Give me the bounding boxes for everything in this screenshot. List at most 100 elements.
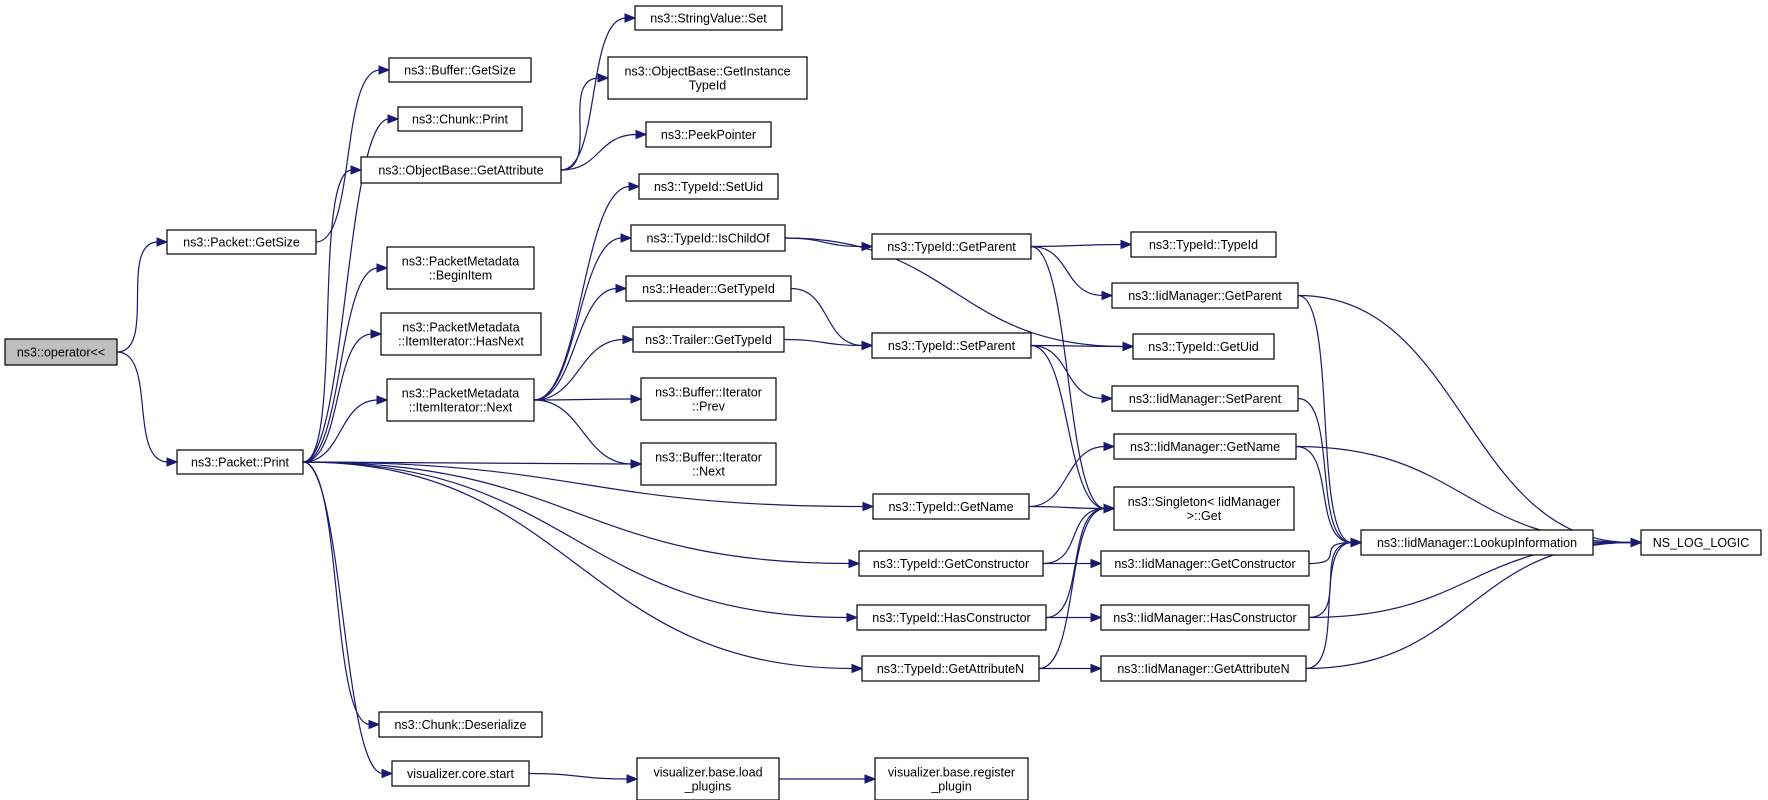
node-ign[interactable]: ns3::IidManager::GetName [1113,433,1297,460]
node-hgt[interactable]: ns3::Header::GetTypeId [625,275,792,302]
node-tga[interactable]: ns3::TypeId::GetAttributeN [861,655,1040,682]
node-box[interactable] [380,312,542,356]
node-ihc[interactable]: ns3::IidManager::HasConstructor [1100,604,1310,631]
node-iga[interactable]: ns3::IidManager::GetAttributeN [1100,655,1307,682]
node-box[interactable] [1360,529,1594,556]
node-igp[interactable]: ns3::IidManager::GetParent [1111,282,1299,309]
node-box[interactable] [386,246,535,290]
node-box[interactable] [1640,529,1762,556]
node-box[interactable] [1113,486,1295,531]
edge-line [783,338,864,347]
node-op[interactable]: ns3::operator<< [4,338,118,366]
edge-line [302,461,854,670]
node-box[interactable] [386,378,535,422]
arrowhead-icon [1103,503,1116,514]
node-bin[interactable]: ns3::Buffer::Iterator::Next [640,442,777,486]
node-label: ns3::IidManager::SetParent [1129,392,1282,406]
node-box[interactable] [645,121,772,148]
node-box[interactable] [1100,604,1310,631]
node-trgt[interactable]: ns3::Trailer::GetTypeId [632,326,785,353]
node-sig[interactable]: ns3::Singleton< IidManager >::Get [1113,486,1295,531]
node-box[interactable] [1100,550,1310,577]
node-box[interactable] [871,332,1032,359]
node-box[interactable] [397,106,523,132]
node-tgn[interactable]: ns3::TypeId::GetName [872,493,1030,520]
node-box[interactable] [607,56,808,100]
node-tic[interactable]: ns3::TypeId::IsChildOf [630,224,786,252]
node-label: ns3::TypeId::IsChildOf [647,232,771,246]
node-box[interactable] [856,604,1047,631]
node-box[interactable] [1111,282,1299,309]
node-nll[interactable]: NS_LOG_LOGIC [1640,529,1762,556]
edge-pp-to-pmn [302,395,389,463]
edge-line [1030,344,1106,510]
node-box[interactable] [1132,333,1275,360]
node-box[interactable] [1113,433,1297,460]
node-box[interactable] [378,711,543,738]
node-tgc[interactable]: ns3::TypeId::GetConstructor [858,550,1044,577]
node-svs[interactable]: ns3::StringValue::Set [634,5,783,31]
node-box[interactable] [391,760,530,787]
arrowhead-icon [378,65,391,75]
node-ttid[interactable]: ns3::TypeId::TypeId [1130,231,1277,258]
node-vrp[interactable]: visualizer.base.register_plugin [874,757,1029,800]
node-box[interactable] [872,493,1030,520]
node-igc[interactable]: ns3::IidManager::GetConstructor [1100,550,1310,577]
node-box[interactable] [858,550,1044,577]
node-cp[interactable]: ns3::Chunk::Print [397,106,523,132]
node-label: ns3::IidManager::GetName [1130,440,1280,454]
node-ppt[interactable]: ns3::PeekPointer [645,121,772,148]
node-box[interactable] [638,173,779,200]
node-tsu[interactable]: ns3::TypeId::SetUid [638,173,779,200]
node-cd[interactable]: ns3::Chunk::Deserialize [378,711,543,738]
edge-line [533,338,625,401]
node-box[interactable] [632,326,785,353]
node-tgu[interactable]: ns3::TypeId::GetUid [1132,333,1275,360]
node-box[interactable] [871,233,1032,260]
node-oga[interactable]: ns3::ObjectBase::GetAttribute [360,156,562,184]
edge-line [560,17,627,171]
node-pmn[interactable]: ns3::PacketMetadata::ItemIterator::Next [386,378,535,422]
node-pgs[interactable]: ns3::Packet::GetSize [166,229,317,255]
edge-tgp-to-sig [1030,245,1116,514]
node-tsp[interactable]: ns3::TypeId::SetParent [871,332,1032,359]
node-box[interactable] [388,57,532,83]
arrowhead-icon [350,165,363,175]
node-label: >::Get [1187,509,1222,523]
node-label: ns3::TypeId::GetConstructor [873,557,1029,571]
node-label: ns3::TypeId::GetUid [1148,340,1259,354]
node-box[interactable] [1130,231,1277,258]
node-box[interactable] [636,757,780,800]
node-box[interactable] [166,229,317,255]
node-box[interactable] [634,5,783,31]
node-pmhn[interactable]: ns3::PacketMetadata::ItemIterator::HasNe… [380,312,542,356]
node-pmbi[interactable]: ns3::PacketMetadata::BeginItem [386,246,535,290]
node-pp[interactable]: ns3::Packet::Print [176,449,304,475]
node-tgp[interactable]: ns3::TypeId::GetParent [871,233,1032,260]
node-label: ns3::TypeId::GetParent [887,240,1016,254]
node-box[interactable] [640,442,777,486]
node-vlp[interactable]: visualizer.base.load_plugins [636,757,780,800]
node-box[interactable] [1111,385,1299,412]
node-box[interactable] [4,338,118,366]
node-bip[interactable]: ns3::Buffer::Iterator::Prev [640,377,777,421]
edge-line [315,69,381,243]
node-box[interactable] [360,156,562,184]
node-thc[interactable]: ns3::TypeId::HasConstructor [856,604,1047,631]
node-box[interactable] [861,655,1040,682]
node-ili[interactable]: ns3::IidManager::LookupInformation [1360,529,1594,556]
node-box[interactable] [640,377,777,421]
arrowhead-icon [861,340,874,351]
arrowhead-icon [1350,537,1363,548]
node-box[interactable] [1100,655,1307,682]
node-box[interactable] [630,224,786,252]
node-box[interactable] [176,449,304,475]
node-box[interactable] [874,757,1029,800]
node-bgs[interactable]: ns3::Buffer::GetSize [388,57,532,83]
edge-line [302,267,379,463]
node-vcs[interactable]: visualizer.core.start [391,760,530,787]
node-isp[interactable]: ns3::IidManager::SetParent [1111,385,1299,412]
edge-pp-to-thc [302,461,859,623]
node-box[interactable] [625,275,792,302]
